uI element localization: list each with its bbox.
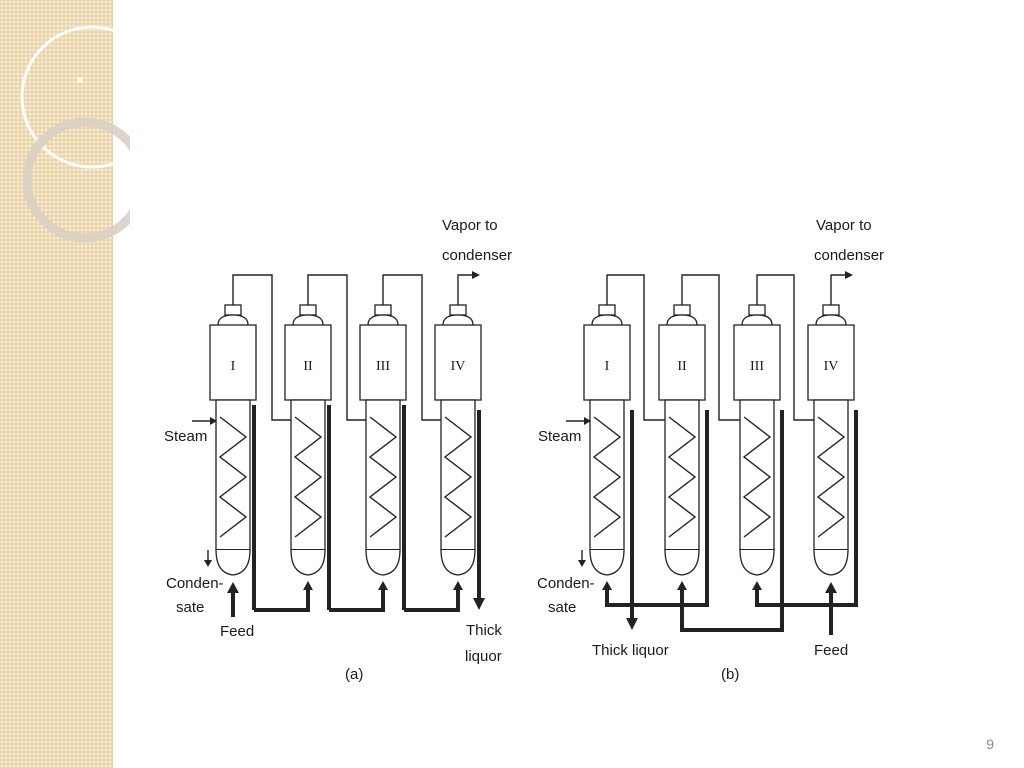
effect-b-2 <box>658 304 706 576</box>
decorative-dot <box>77 77 83 83</box>
condensate-label-a-1: Conden- <box>166 575 224 592</box>
effect-a-2 <box>284 304 332 610</box>
page-number: 9 <box>986 736 994 752</box>
effect-label-a-4: IV <box>451 359 466 374</box>
effect-label-b-3: III <box>750 359 764 374</box>
vapor-label-b-1: Vapor to <box>816 217 872 234</box>
steam-label-a: Steam <box>164 428 207 445</box>
effect-label-b-4: IV <box>824 359 839 374</box>
condensate-label-b-2: sate <box>548 599 576 616</box>
feed-label-a: Feed <box>220 623 254 640</box>
thick-liquor-label-a-2: liquor <box>465 648 502 665</box>
effect-label-a-1: I <box>231 359 236 374</box>
effect-b-1 <box>583 304 631 576</box>
diagram-a: Vapor to condenser Steam Conden- sate Fe… <box>164 217 512 683</box>
effect-label-b-1: I <box>605 359 610 374</box>
vapor-label-b-2: condenser <box>814 247 884 264</box>
effect-label-b-2: II <box>677 359 687 374</box>
effect-b-3 <box>733 304 781 576</box>
thick-liquor-label-a-1: Thick <box>466 622 502 639</box>
effect-a-1 <box>209 304 257 610</box>
condensate-label-a-2: sate <box>176 599 204 616</box>
condensate-label-b-1: Conden- <box>537 575 595 592</box>
evaporator-diagram: Vapor to condenser Steam Conden- sate Fe… <box>164 217 884 683</box>
decorative-circles <box>20 25 130 243</box>
vapor-label-a-1: Vapor to <box>442 217 498 234</box>
effect-label-a-2: II <box>303 359 313 374</box>
feed-label-b: Feed <box>814 642 848 659</box>
vapor-label-a-2: condenser <box>442 247 512 264</box>
steam-label-b: Steam <box>538 428 581 445</box>
effect-label-a-3: III <box>376 359 390 374</box>
decorative-circle-small <box>22 117 130 243</box>
thick-liquor-label-b: Thick liquor <box>592 642 669 659</box>
caption-b: (b) <box>721 666 739 683</box>
caption-a: (a) <box>345 666 363 683</box>
effect-a-4 <box>434 304 482 576</box>
effect-a-3 <box>359 304 407 610</box>
decorative-circle-large <box>20 25 130 169</box>
effect-b-4 <box>807 304 855 576</box>
diagram-b: Vapor to condenser Steam Conden- sate Th… <box>537 217 884 683</box>
